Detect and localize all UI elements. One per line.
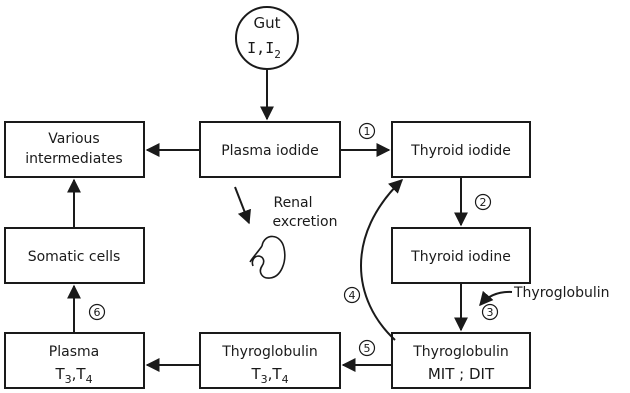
step-6-marker: 6 xyxy=(90,305,105,320)
somatic-cells-node: Somatic cells xyxy=(5,228,144,283)
gut-label: Gut xyxy=(253,14,280,32)
thyroglobulin-mit-dit-node: Thyroglobulin MIT ; DIT xyxy=(392,333,530,388)
thyroglobulin-mit-dit-line2: MIT ; DIT xyxy=(428,365,495,383)
plasma-iodide-label: Plasma iodide xyxy=(221,143,319,159)
thyroid-iodine-label: Thyroid iodine xyxy=(410,249,511,265)
step-4-label: 4 xyxy=(349,289,356,302)
step-4-marker: 4 xyxy=(345,288,360,303)
thyroid-iodine-node: Thyroid iodine xyxy=(392,228,530,283)
various-intermediates-line1: Various xyxy=(48,131,99,147)
somatic-cells-label: Somatic cells xyxy=(28,249,121,265)
step-2-label: 2 xyxy=(480,196,487,209)
step-2-marker: 2 xyxy=(476,195,491,210)
plasma-iodide-node: Plasma iodide xyxy=(200,122,340,177)
step-6-label: 6 xyxy=(94,306,101,319)
kidney-icon xyxy=(250,236,285,278)
various-intermediates-node: Various intermediates xyxy=(5,122,144,177)
thyroglobulin-mit-dit-line1: Thyroglobulin xyxy=(412,344,508,360)
arrow-renal-excretion xyxy=(235,187,249,223)
step-5-marker: 5 xyxy=(360,341,375,356)
plasma-t3t4-line1: Plasma xyxy=(49,344,99,360)
step-5-label: 5 xyxy=(364,342,371,355)
step-3-label: 3 xyxy=(487,306,494,319)
renal-label: Renal xyxy=(273,195,312,211)
arrow-thyroglobulin-input xyxy=(480,292,512,305)
thyroglobulin-t3t4-line1: Thyroglobulin xyxy=(221,344,317,360)
step-3-marker: 3 xyxy=(483,305,498,320)
thyroglobulin-input-label: Thyroglobulin xyxy=(513,285,609,301)
gut-node: Gut I,I2 xyxy=(236,7,298,69)
gut-iodine-sub: 2 xyxy=(274,48,281,61)
various-intermediates-line2: intermediates xyxy=(25,151,122,167)
gut-iodine-main: I,I xyxy=(247,39,274,57)
thyroid-iodide-node: Thyroid iodide xyxy=(392,122,530,177)
thyroglobulin-t3t4-node: Thyroglobulin T3,T4 xyxy=(200,333,340,388)
plasma-t3t4-node: Plasma T3,T4 xyxy=(5,333,144,388)
thyroid-iodide-label: Thyroid iodide xyxy=(410,143,511,159)
excretion-label: excretion xyxy=(273,214,338,230)
step-1-label: 1 xyxy=(364,125,371,138)
step-1-marker: 1 xyxy=(360,124,375,139)
